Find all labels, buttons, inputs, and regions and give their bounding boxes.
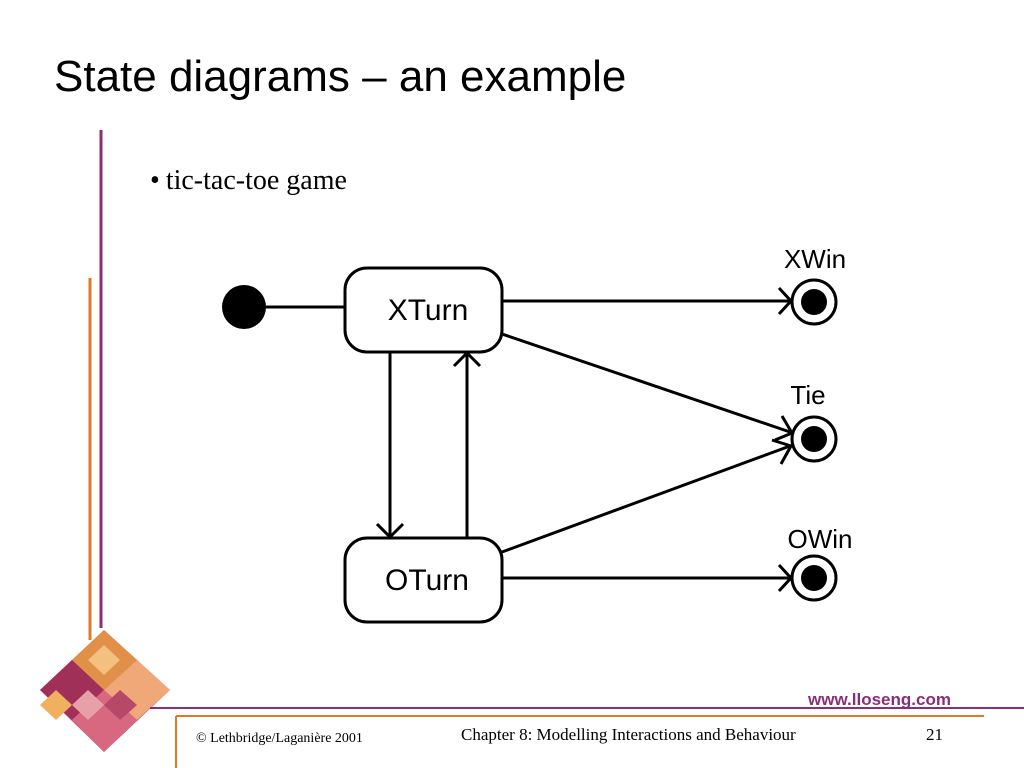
state-oturn-label: OTurn [385, 564, 469, 597]
final-xwin-label: XWin [784, 244, 846, 274]
final-state-owin [790, 554, 838, 602]
transition-xturn-oturn [375, 352, 405, 540]
transition-xturn-xwin [502, 286, 794, 316]
footer-copyright: © Lethbridge/Laganière 2001 [196, 731, 363, 746]
bullet-item: •tic-tac-toe game [150, 165, 347, 197]
slide-title: State diagrams – an example [54, 52, 627, 101]
bullet-text: tic-tac-toe game [165, 165, 347, 196]
footer-chapter: Chapter 8: Modelling Interactions and Be… [461, 725, 796, 744]
final-state-tie [790, 415, 838, 463]
transition-oturn-owin [502, 563, 794, 593]
page-number: 21 [926, 725, 943, 744]
state-xturn-label: XTurn [388, 294, 469, 327]
mosaic-logo [40, 630, 170, 752]
final-tie-label: Tie [790, 380, 825, 410]
transition-oturn-xturn [452, 350, 482, 538]
transition-xturn-tie [501, 332, 795, 442]
final-owin-label: OWin [788, 524, 853, 554]
state-xturn [343, 266, 504, 354]
transition-oturn-tie [501, 438, 794, 554]
bullet-dot: • [150, 165, 160, 196]
state-oturn [343, 536, 504, 624]
footer-url[interactable]: www.lloseng.com [808, 690, 951, 709]
initial-state [222, 285, 266, 329]
final-state-xwin [790, 278, 838, 326]
